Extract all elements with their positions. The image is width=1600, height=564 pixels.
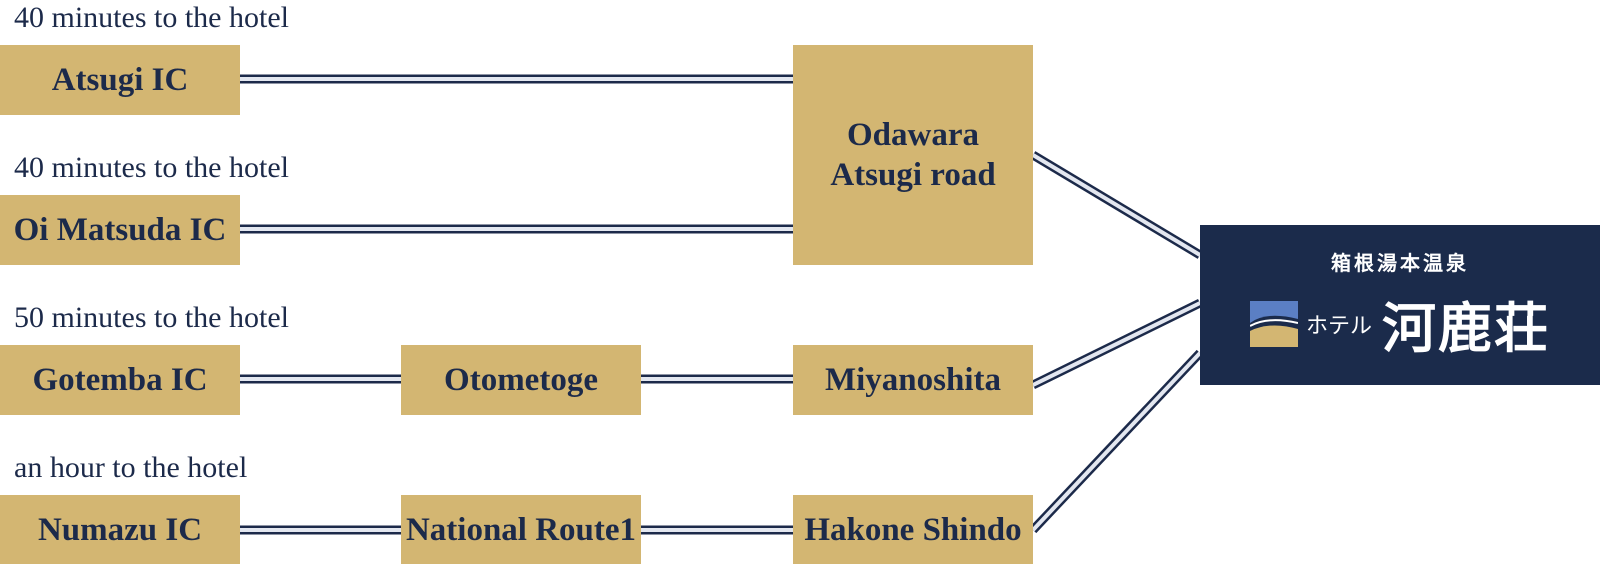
travel-time-caption: 40 minutes to the hotel (14, 151, 289, 184)
hotel-subtitle: 箱根湯本温泉 (1331, 251, 1469, 275)
hotel-prefix: ホテル (1305, 313, 1372, 339)
start-box-gotemba-ic: Gotemba IC (0, 345, 240, 415)
hotel-logo: ホテル 河鹿荘 (1249, 284, 1550, 363)
via-box-otometoge: Otometoge (401, 345, 641, 415)
junction-box-miyanoshita: Miyanoshita (793, 345, 1033, 415)
junction-box-hakone-shindo: Hakone Shindo (793, 495, 1033, 564)
hotel-wave-logo-icon (1249, 300, 1298, 347)
start-box-oi-matsuda-ic: Oi Matsuda IC (0, 195, 240, 265)
start-box-numazu-ic: Numazu IC (0, 495, 240, 564)
travel-time-caption: an hour to the hotel (14, 451, 248, 484)
hotel-name: 河鹿荘 (1382, 296, 1550, 360)
junction-label-line2: Atsugi road (830, 157, 996, 193)
road-hakoneshindo-to-hotel (1029, 349, 1204, 534)
junction-label-line1: Odawara (847, 117, 979, 153)
travel-time-caption: 50 minutes to the hotel (14, 301, 289, 334)
via-box-national-route1: National Route1 (401, 495, 641, 564)
road-odawara-to-hotel (1030, 151, 1203, 259)
travel-time-caption: 40 minutes to the hotel (14, 1, 289, 34)
road-miyanoshita-to-hotel (1031, 298, 1202, 390)
junction-box-odawara-atsugi-road: Odawara Atsugi road (793, 45, 1033, 265)
start-box-atsugi-ic: Atsugi IC (0, 45, 240, 115)
hotel-destination-box: 箱根湯本温泉 ホテル 河鹿荘 (1200, 225, 1600, 385)
